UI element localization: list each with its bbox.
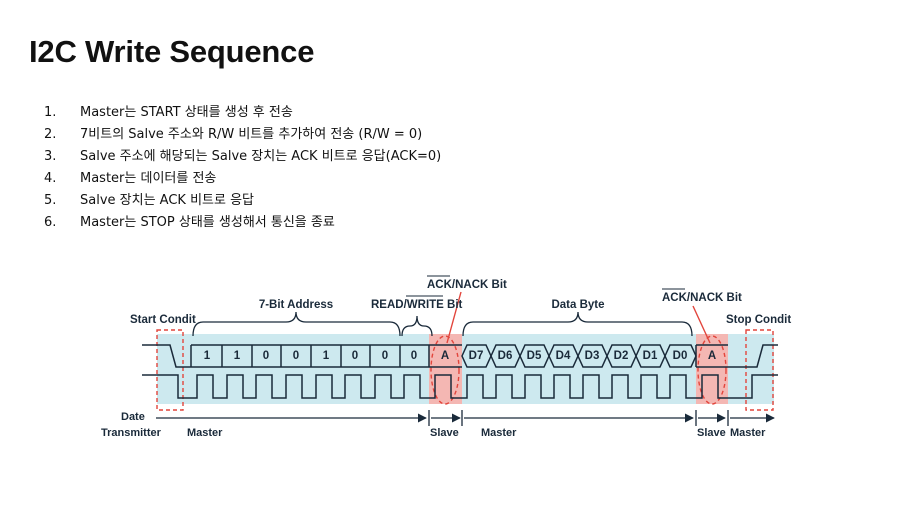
ack-pointer-1: [446, 291, 462, 344]
step-item: 1. Master는 START 상태를 생성 후 전송: [44, 102, 441, 124]
ack-pointer-2: [692, 305, 711, 344]
rw-label: READ/WRITE Bit: [371, 299, 463, 311]
address-bit: 0: [352, 350, 358, 362]
step-item: 6. Master는 STOP 상태를 생성해서 통신을 종료: [44, 212, 441, 234]
transmitter-master-2: Master: [481, 427, 517, 439]
sda-bit-cell: [340, 344, 370, 368]
stop-condition-box: [745, 329, 774, 411]
step-item: 2. 7비트의 Salve 주소와 R/W 비트를 추가하여 전송 (R/W = …: [44, 124, 441, 146]
address-bit: 1: [204, 350, 211, 362]
steps-list: 1. Master는 START 상태를 생성 후 전송 2. 7비트의 Salve…: [44, 102, 441, 234]
sda-start-transition: [142, 344, 191, 368]
ack-nack-label-ack: ACK: [427, 279, 453, 291]
step-number: 1.: [44, 105, 57, 120]
step-text: 7비트의 Salve 주소와 R/W 비트를 추가하여 전송 (R/W = 0): [80, 127, 423, 142]
data-bit: D2: [614, 350, 629, 362]
data-bit: D3: [585, 350, 600, 362]
sda-bit-cell: [190, 344, 222, 368]
sda-bit-cell: [310, 344, 341, 368]
transmitter-master-3: Master: [730, 427, 766, 439]
step-number: 4.: [44, 171, 57, 186]
ack-nack-label-2: ACK/NACK Bit: [662, 292, 742, 304]
address-bit: 0: [382, 350, 388, 362]
step-number: 5.: [44, 193, 57, 208]
sda-bit-cell: [251, 344, 281, 368]
step-text: Salve 주소에 해당되는 Salve 장치는 ACK 비트로 응답(ACK=…: [80, 149, 442, 164]
address-bit: 0: [263, 350, 269, 362]
row-label-date: Date: [121, 411, 145, 423]
row-label-transmitter: Transmitter: [101, 427, 162, 439]
step-text: Master는 START 상태를 생성 후 전송: [80, 105, 293, 120]
address-bit: 1: [323, 350, 330, 362]
transmitter-master-1: Master: [187, 427, 223, 439]
step-item: 3. Salve 주소에 해당되는 Salve 장치는 ACK 비트로 응답(AC…: [44, 146, 441, 168]
rw-brace: [401, 315, 433, 337]
sda-stop-transition: [728, 344, 778, 368]
sda-bit-cell: [280, 344, 311, 368]
ack-highlight-ellipse-1: [430, 335, 460, 405]
address-label: 7-Bit Address: [259, 299, 333, 311]
step-text: Salve 장치는 ACK 비트로 응답: [80, 193, 254, 208]
sda-bit-cell: [221, 344, 252, 368]
address-bit: 0: [411, 350, 417, 362]
data-bit: D7: [469, 350, 484, 362]
step-text: Master는 데이터를 전송: [80, 171, 217, 186]
address-bit: 1: [234, 350, 241, 362]
rw-label-bit: Bit: [444, 299, 463, 311]
step-text: Master는 STOP 상태를 생성해서 통신을 종료: [80, 215, 335, 230]
sda-ack-cell: [695, 344, 728, 368]
data-bit: D5: [527, 350, 542, 362]
ack-bit-label: A: [441, 350, 449, 362]
address-brace: [192, 311, 401, 337]
transmitter-slave-1: Slave: [430, 427, 459, 439]
step-number: 6.: [44, 215, 57, 230]
rw-label-write: WRITE: [407, 299, 444, 311]
step-number: 3.: [44, 149, 57, 164]
data-byte-label: Data Byte: [551, 299, 604, 311]
transmitter-slave-2: Slave: [697, 427, 726, 439]
data-bit: D4: [556, 350, 571, 362]
data-bit: D0: [673, 350, 688, 362]
scl-line: [142, 374, 778, 399]
ack-nack-label-rest: /NACK Bit: [452, 279, 507, 291]
step-item: 4. Master는 데이터를 전송: [44, 168, 441, 190]
step-number: 2.: [44, 127, 57, 142]
sda-bit-cell: [369, 344, 400, 368]
sda-bit-cell: [428, 344, 462, 368]
ack-nack-label-1: ACK/NACK Bit: [427, 279, 507, 291]
rw-label-read: READ/: [371, 299, 408, 311]
step-item: 5. Salve 장치는 ACK 비트로 응답: [44, 190, 441, 212]
sda-bit-cell: [399, 344, 429, 368]
ack-nack-label-rest: /NACK Bit: [687, 292, 742, 304]
data-bit: D6: [498, 350, 513, 362]
address-bit: 0: [293, 350, 299, 362]
data-brace: [462, 311, 693, 337]
ack-nack-label-ack: ACK: [662, 292, 688, 304]
start-condition-box: [156, 329, 184, 411]
stop-condition-label: Stop Condit: [726, 314, 791, 326]
data-bit: D1: [643, 350, 658, 362]
page-title: I2C Write Sequence: [29, 34, 315, 69]
ack-bit-label: A: [708, 350, 716, 362]
sda-line: [142, 344, 778, 368]
start-condition-label: Start Condit: [130, 314, 196, 326]
ack-highlight-ellipse-2: [697, 335, 727, 405]
